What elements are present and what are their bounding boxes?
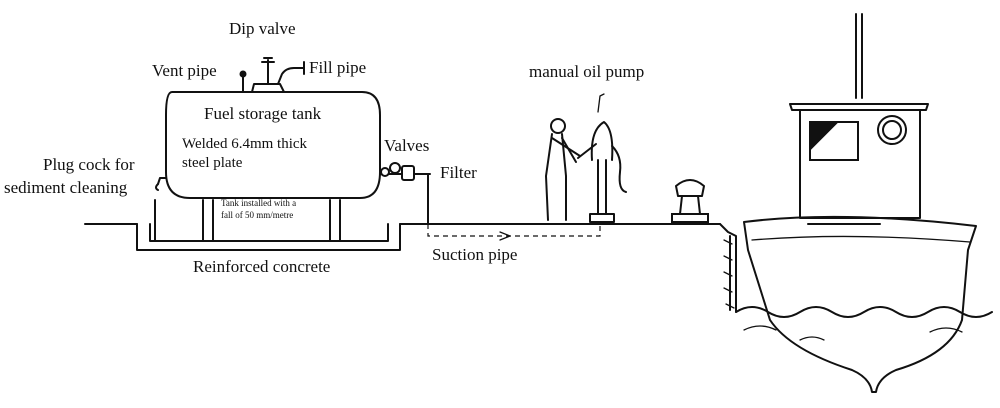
bollard — [671, 179, 709, 223]
tank-top-fittings — [239, 57, 305, 93]
fill-pipe — [277, 67, 305, 85]
label-tank-note-line2: fall of 50 mm/metre — [221, 210, 293, 220]
label-tank-note-line1: Tank installed with a — [221, 198, 296, 208]
pump-operator — [545, 118, 581, 221]
concrete-pit — [136, 223, 401, 251]
label-valves: Valves — [384, 136, 429, 155]
label-suction-pipe: Suction pipe — [432, 245, 517, 264]
label-reinforced-concrete: Reinforced concrete — [193, 257, 330, 276]
label-plug-cock-line1: Plug cock for — [43, 155, 135, 174]
dip-valve — [261, 57, 275, 85]
fuel-storage-tank — [165, 91, 381, 199]
boat-hull — [743, 215, 977, 393]
quay-wall — [719, 223, 737, 313]
label-welded-line1: Welded 6.4mm thick — [182, 136, 308, 152]
manual-oil-pump — [577, 93, 627, 223]
label-vent-pipe: Vent pipe — [152, 61, 217, 80]
tank-supports — [154, 199, 341, 242]
water-surface — [735, 306, 993, 341]
label-manual-oil-pump: manual oil pump — [529, 62, 644, 81]
label-welded-line2: steel plate — [182, 155, 243, 171]
boat — [743, 13, 977, 393]
label-fuel-storage-tank: Fuel storage tank — [204, 104, 322, 123]
label-fill-pipe: Fill pipe — [309, 58, 366, 77]
vent-pipe-cap — [239, 70, 247, 78]
boat-cabin-roof — [789, 103, 929, 111]
valve-2 — [389, 162, 401, 174]
label-filter: Filter — [440, 163, 477, 182]
label-plug-cock-line2: sediment cleaning — [4, 178, 128, 197]
suction-pipe — [427, 222, 601, 241]
plug-cock — [155, 177, 167, 191]
filter-body — [401, 165, 415, 181]
valve-1 — [380, 167, 390, 177]
boat-mast — [855, 13, 863, 99]
outlet-valves — [379, 162, 431, 225]
label-dip-valve: Dip valve — [229, 19, 296, 38]
